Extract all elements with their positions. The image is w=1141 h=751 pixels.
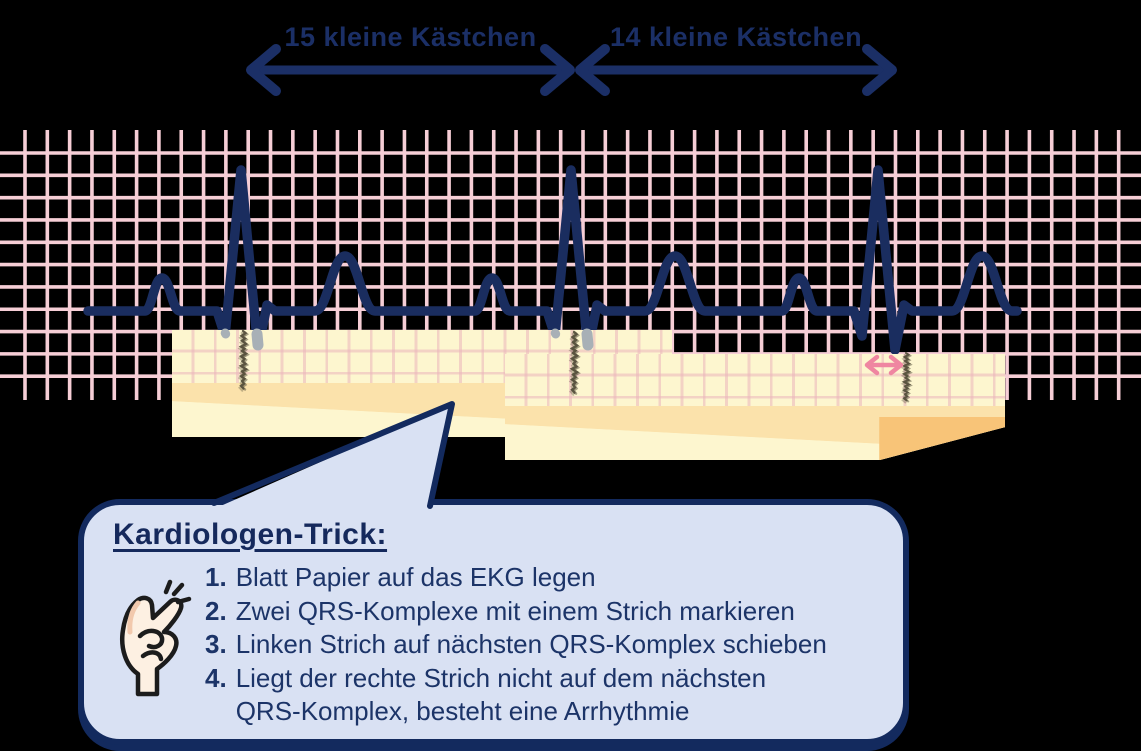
- step-text: Linken Strich auf nächsten QRS-Komplex s…: [235, 629, 827, 659]
- ecg-trace: [83, 165, 1022, 355]
- paper-fold-corner: [879, 417, 1005, 460]
- step-number: 3.: [205, 629, 227, 659]
- paper-sheet-shifted-position: [505, 354, 1005, 460]
- measure-label: 14 kleine Kästchen: [609, 22, 863, 52]
- step-item: 4. Liegt der rechte Strich nicht auf dem …: [205, 662, 895, 729]
- bubble-title: Kardiologen-Trick:: [113, 518, 388, 551]
- finger-snap-icon: [120, 579, 192, 697]
- step-text: Blatt Papier auf das EKG legen: [235, 562, 596, 592]
- step-number: 2.: [205, 595, 227, 626]
- paper-front-face: [505, 354, 1005, 406]
- step-text: Zwei QRS-Komplexe mit einem Strich marki…: [235, 595, 795, 626]
- measure-label: 15 kleine Kästchen: [284, 22, 537, 52]
- step-item: 1. Blatt Papier auf das EKG legen: [205, 561, 895, 595]
- step-item: 3. Linken Strich auf nächsten QRS-Komplex…: [205, 628, 895, 662]
- step-number: 4.: [205, 662, 227, 693]
- bubble-steps-list: 1. Blatt Papier auf das EKG legen 2. Zwei Q…: [205, 561, 895, 729]
- step-number: 1.: [205, 562, 227, 592]
- measure-arrows: [246, 44, 897, 96]
- step-item: 2. Zwei QRS-Komplexe mit einem Strich mar…: [205, 595, 895, 629]
- step-text: Liegt der rechte Strich nicht auf dem nä…: [235, 662, 767, 727]
- speech-bubble: [78, 499, 909, 745]
